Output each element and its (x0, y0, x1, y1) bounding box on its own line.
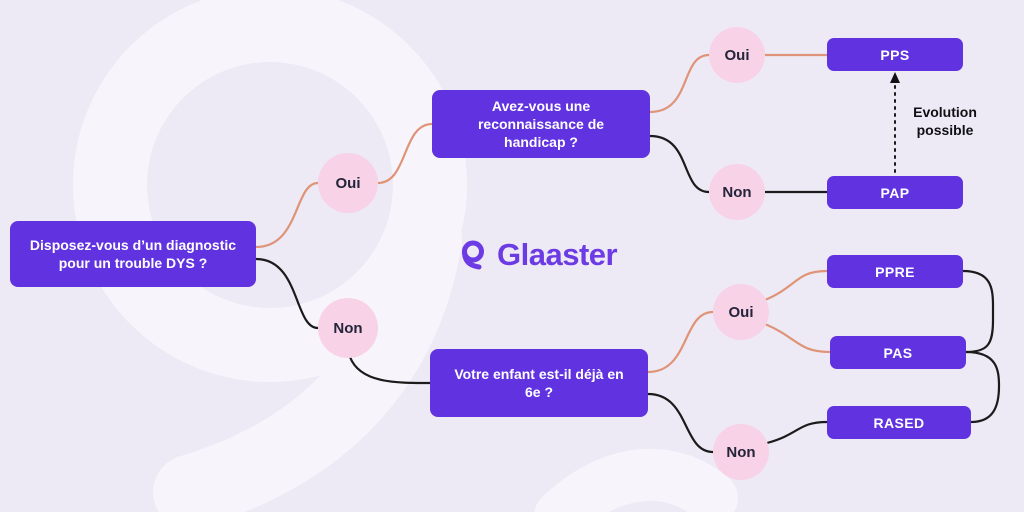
background-swirl-bottom (534, 448, 738, 512)
question-diagnostic-box: Disposez-vous d’un diagnostic pour un tr… (10, 221, 256, 287)
connector-non3-rased (766, 420, 828, 445)
connector-diagnostic-non (255, 257, 319, 330)
connector-oui3-ppre (764, 269, 828, 302)
evolution-label: Evolution possible (913, 104, 977, 139)
outcome-ppre-box: PPRE (827, 255, 963, 288)
connector-diagnostic-oui (255, 181, 319, 249)
connector-oui3-pas (764, 322, 831, 354)
decision-oui-3: Oui (713, 284, 769, 340)
question-sixieme-box: Votre enfant est-il déjà en 6e ? (430, 349, 648, 417)
outcome-pps-box: PPS (827, 38, 963, 71)
outcome-pas-box: PAS (830, 336, 966, 369)
glaaster-logo: Glaaster (456, 237, 618, 273)
connector-handicap-oui (649, 53, 710, 114)
outcome-pap-box: PAP (827, 176, 963, 209)
evolution-arrowhead-icon (890, 72, 900, 83)
glaaster-logo-text: Glaaster (497, 237, 618, 272)
question-handicap-box: Avez-vous une reconnaissance de handicap… (432, 90, 650, 158)
decision-non-1: Non (318, 298, 378, 358)
connector-sixieme-non (647, 392, 714, 454)
connector-oui1-handicap (377, 122, 433, 185)
decision-non-2: Non (709, 164, 765, 220)
connector-pas-rased-outer (965, 350, 1001, 424)
decision-non-3: Non (713, 424, 769, 480)
outcome-rased-box: RASED (827, 406, 971, 439)
connector-non1-sixieme-box (348, 356, 431, 385)
glaaster-logo-icon (462, 240, 484, 270)
connector-sixieme-oui (647, 310, 714, 374)
connector-handicap-non (649, 134, 710, 194)
decision-oui-2: Oui (709, 27, 765, 83)
connector-ppre-pas-outer (962, 269, 995, 354)
decision-oui-1: Oui (318, 153, 378, 213)
background-swirl-tail (153, 203, 462, 512)
